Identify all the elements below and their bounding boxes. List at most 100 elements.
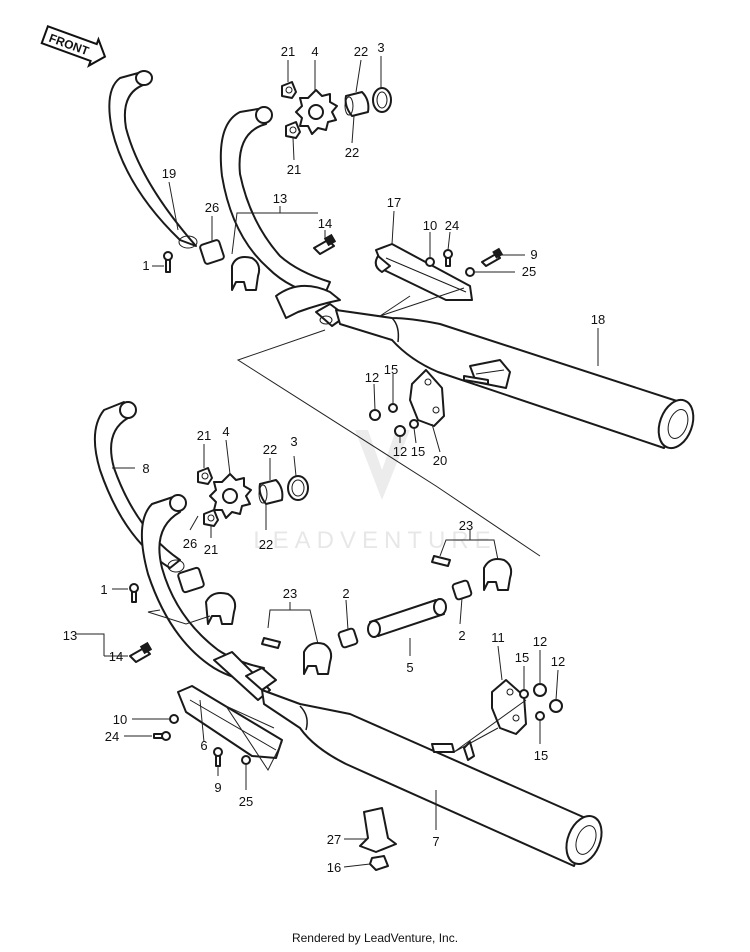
nut-21-lower-top [197, 467, 213, 485]
callout-21: 21 [287, 162, 301, 177]
washer-25-upper [465, 267, 475, 277]
nut-12-d [549, 699, 563, 713]
callout-6: 6 [200, 738, 207, 753]
split-collet-22-lower [258, 479, 284, 505]
callout-18: 18 [591, 312, 605, 327]
callout-11: 11 [491, 630, 505, 645]
callout-13: 13 [63, 628, 77, 643]
callout-26: 26 [183, 536, 197, 551]
gasket-4-lower [209, 473, 252, 519]
callout-1: 1 [100, 582, 107, 597]
collar-26-lower [177, 566, 205, 594]
connector-pipe-5 [369, 599, 445, 637]
callout-1: 1 [142, 258, 149, 273]
ring-3-lower [287, 475, 309, 501]
callout-25: 25 [239, 794, 253, 809]
washer-15-a [388, 403, 398, 413]
clamp-23-left [303, 642, 333, 675]
callout-21: 21 [197, 428, 211, 443]
muffler-7 [261, 689, 591, 867]
callout-14: 14 [109, 649, 123, 664]
callout-15: 15 [534, 748, 548, 763]
upper-leader-lines [152, 56, 599, 557]
callout-8: 8 [142, 461, 149, 476]
clamp-upper [231, 256, 261, 291]
callout-23: 23 [283, 586, 297, 601]
exhaust-pipe-8-inlet [119, 401, 137, 419]
callout-23: 23 [459, 518, 473, 533]
callout-22: 22 [345, 145, 359, 160]
callout-22: 22 [354, 44, 368, 59]
muffler-7-tailpipe [565, 815, 603, 865]
callout-3: 3 [377, 40, 384, 55]
collar-26-upper [199, 239, 225, 265]
callout-12: 12 [533, 634, 547, 649]
exhaust-pipe-13-inlet [255, 106, 273, 124]
exhaust-pipe-13-lower [140, 495, 265, 683]
callout-12: 12 [365, 370, 379, 385]
footer-credit: Rendered by LeadVenture, Inc. [291, 931, 459, 945]
callout-15: 15 [411, 444, 425, 459]
exhaust-pipe-13-lower-inlet [169, 494, 187, 512]
callout-15: 15 [384, 362, 398, 377]
clamp-23-right [483, 558, 513, 591]
heat-guard-17 [375, 243, 473, 301]
front-arrow-icon: FRONT [40, 25, 107, 68]
callout-14: 14 [318, 216, 332, 231]
callout-21: 21 [204, 542, 218, 557]
bracket-11 [491, 679, 527, 735]
clamp-lower [205, 592, 237, 625]
callout-4: 4 [222, 424, 229, 439]
callout-21: 21 [281, 44, 295, 59]
callout-26: 26 [205, 200, 219, 215]
nut-21-lower-bottom [203, 509, 219, 527]
bracket-20 [409, 369, 445, 427]
callout-2: 2 [458, 628, 465, 643]
callout-19: 19 [162, 166, 176, 181]
callout-17: 17 [387, 195, 401, 210]
bracket-27 [359, 807, 397, 853]
callout-12: 12 [551, 654, 565, 669]
exhaust-pipe-8 [93, 401, 181, 569]
callout-20: 20 [433, 453, 447, 468]
heat-guard-6 [177, 685, 283, 759]
callout-16: 16 [327, 860, 341, 875]
muffler-18-tailpipe [657, 398, 695, 450]
callout-9: 9 [530, 247, 537, 262]
callout-4: 4 [311, 44, 318, 59]
callout-10: 10 [113, 712, 127, 727]
collar-2-left [337, 627, 359, 649]
split-collet-22-upper [344, 91, 370, 117]
nut-16 [369, 855, 389, 871]
bolt-bracket-20 [463, 375, 489, 385]
callout-24: 24 [445, 218, 459, 233]
callout-22: 22 [263, 442, 277, 457]
callout-27: 27 [327, 832, 341, 847]
exhaust-pipe-19-inlet [135, 70, 153, 86]
callout-5: 5 [406, 660, 413, 675]
callout-7: 7 [432, 834, 439, 849]
gasket-4-upper [295, 89, 338, 135]
nut-12-a [369, 409, 381, 421]
nut-10-upper [425, 257, 435, 267]
ring-3-upper [372, 87, 392, 113]
nut-12-b [394, 425, 406, 437]
collar-2-right [451, 579, 473, 601]
nut-21-upper-bottom [285, 121, 301, 139]
callout-10: 10 [423, 218, 437, 233]
nut-21-upper-top [281, 81, 297, 99]
bolt-23-left [261, 637, 281, 649]
callout-2: 2 [342, 586, 349, 601]
exhaust-pipe-19 [108, 71, 197, 247]
washer-15-d [535, 711, 545, 721]
callout-24: 24 [105, 729, 119, 744]
washer-25-lower [241, 755, 251, 765]
callout-3: 3 [290, 434, 297, 449]
callout-12: 12 [393, 444, 407, 459]
callout-25: 25 [522, 264, 536, 279]
callout-22: 22 [259, 537, 273, 552]
callout-9: 9 [214, 780, 221, 795]
lower-leader-lines [76, 439, 559, 868]
nut-10-lower [169, 714, 179, 724]
